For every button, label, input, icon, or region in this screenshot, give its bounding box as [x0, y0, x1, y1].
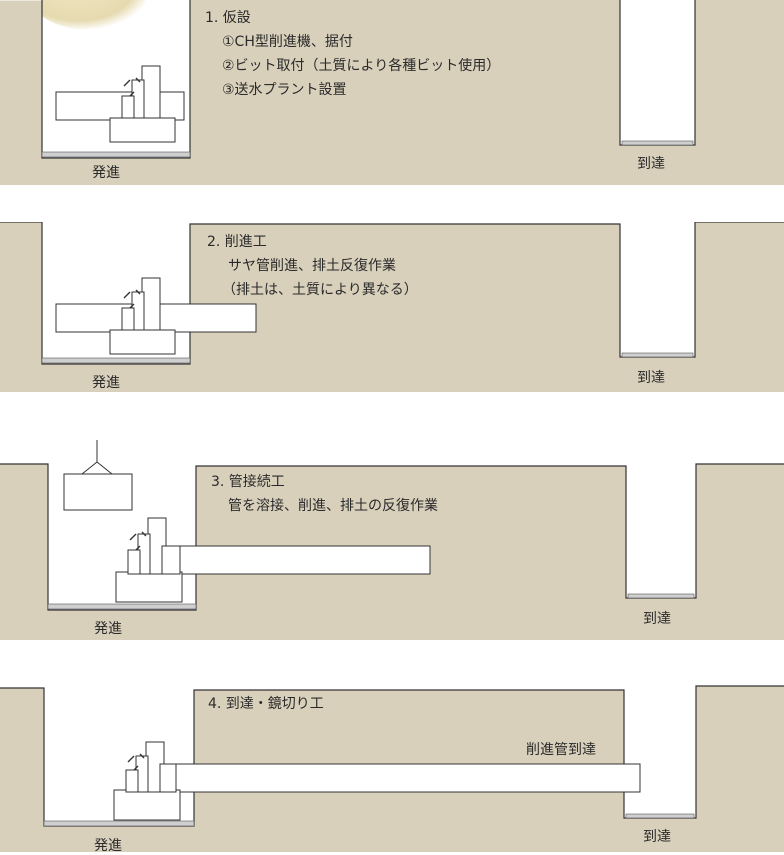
- stage-1-end-label: 到達: [637, 156, 665, 172]
- stage-2-end-label: 到達: [637, 370, 665, 386]
- stage-4-pipe-label: 削進管到達: [526, 742, 596, 758]
- stage-4-end-label: 到達: [643, 829, 671, 845]
- stage-3-illustration: [0, 440, 784, 640]
- stage-1-panel: 1. 仮設 ①CH型削進機、据付 ②ビット取付（土質により各種ビット使用） ③送…: [0, 0, 784, 190]
- stage-2-illustration: [0, 222, 784, 392]
- stage-2-start-label: 発進: [92, 375, 120, 391]
- stage-3-start-label: 発進: [94, 621, 122, 637]
- stage-1-illustration: [0, 0, 784, 185]
- stage-3-end-label: 到達: [643, 611, 671, 627]
- stage-4-title: 4. 到達・鏡切り工: [208, 696, 324, 712]
- stage-1-line-1: ①CH型削進機、据付: [222, 34, 353, 50]
- stage-4-illustration: [0, 685, 784, 852]
- stage-3-panel: 3. 管接続工 管を溶接、削進、排土の反復作業 発進 到達: [0, 440, 784, 640]
- stage-4-start-label: 発進: [94, 838, 122, 854]
- stage-2-line-2: （排土は、土質により異なる）: [222, 282, 418, 298]
- stage-1-title: 1. 仮設: [205, 10, 251, 26]
- stage-2-title: 2. 削進工: [207, 234, 267, 250]
- stage-2-panel: 2. 削進工 サヤ管削進、排土反復作業 （排土は、土質により異なる） 発進 到達: [0, 222, 784, 397]
- stage-1-line-2: ②ビット取付（土質により各種ビット使用）: [222, 58, 501, 74]
- stage-3-line-1: 管を溶接、削進、排土の反復作業: [228, 498, 438, 514]
- stage-2-line-1: サヤ管削進、排土反復作業: [228, 258, 396, 274]
- stage-1-start-label: 発進: [92, 165, 120, 181]
- stage-3-title: 3. 管接続工: [211, 474, 285, 490]
- stage-1-line-3: ③送水プラント設置: [222, 82, 347, 98]
- stage-4-panel: 4. 到達・鏡切り工 削進管到達 発進 到達: [0, 670, 784, 854]
